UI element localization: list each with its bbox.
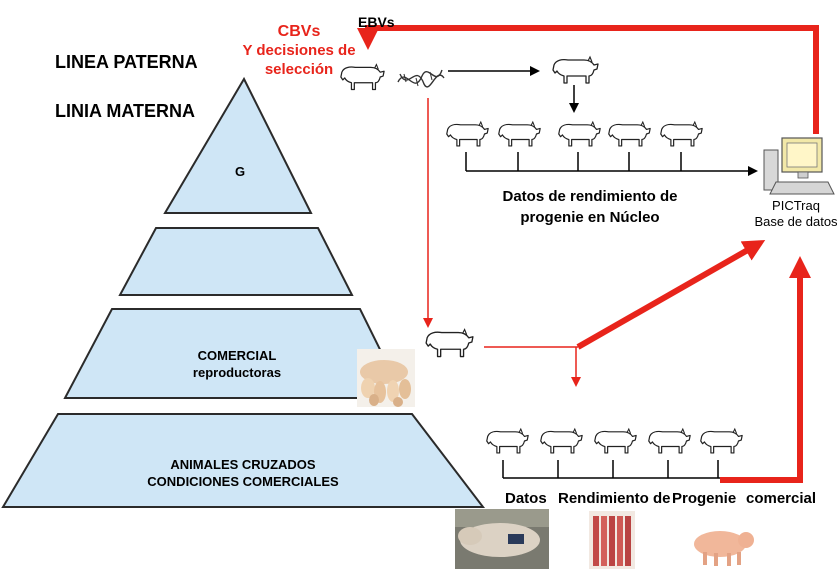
pyramid-tier-m: [118, 227, 354, 296]
pig-outline-icon: [594, 428, 637, 454]
tier-cruzados-label: ANIMALES CRUZADOS CONDICIONES COMERCIALE…: [128, 456, 358, 490]
cbvs-line3: selección: [264, 61, 334, 78]
tier-g-label: G: [234, 164, 246, 179]
cbvs-line2: Y decisiones de: [242, 42, 356, 59]
pyramid-tier-g: [163, 76, 313, 214]
pig-on-floor-photo: [455, 509, 549, 569]
caption-progenie: Progenie: [672, 490, 737, 507]
commercial-data-to-database-arrow: [720, 256, 811, 483]
pig-outline-icon: [608, 121, 651, 147]
pig-outline-icon: [700, 428, 743, 454]
sow-with-piglets-photo: [357, 349, 415, 407]
cbvs-line1: CBVs: [277, 23, 321, 40]
nucleus-progeny-bracket: [465, 152, 758, 176]
pig-outline-icon: [498, 121, 541, 147]
pig-outline-icon: [552, 56, 599, 84]
linia-materna-label: LINIA MATERNA: [55, 101, 195, 121]
pig-outline-icon: [660, 121, 703, 147]
nucleo-line2: progenie en Núcleo: [520, 209, 660, 226]
commercial-progeny-bracket: [502, 460, 722, 479]
nucleus-progeny-pigs: [446, 121, 703, 147]
caption-datos: Datos: [505, 490, 547, 507]
tier-cruzados-line1: ANIMALES CRUZADOS: [170, 457, 316, 472]
pig-outline-icon: [558, 121, 601, 147]
nucleo-data-label: Datos de rendimiento de progenie en Núcl…: [480, 186, 700, 228]
database-line1: PICTraq: [772, 198, 820, 213]
live-pig-photo: [694, 531, 754, 566]
pig-outline-icon: [446, 121, 489, 147]
caption-comercial: comercial: [746, 490, 817, 507]
pig-outline-icon: [540, 428, 583, 454]
dna-strand-icon: [397, 69, 445, 88]
pyramid: [1, 76, 486, 508]
caption-rendimiento: Rendimiento de: [558, 490, 671, 507]
database-label: PICTraq Base de datos: [754, 198, 837, 230]
computer-icon: [763, 137, 835, 195]
pig-outline-icon: [425, 328, 474, 358]
commercial-progeny-pigs: [486, 428, 743, 454]
pyramid-tier-cruzados: [1, 413, 486, 508]
tier-comercial-line2: reproductoras: [192, 365, 282, 380]
pork-carcass-photo: [589, 511, 635, 569]
linea-paterna-label: LINEA PATERNA: [55, 52, 198, 72]
tier-comercial-line1: COMERCIAL: [197, 348, 277, 363]
commercial-to-database-arrow: [576, 240, 766, 350]
pig-outline-icon: [486, 428, 529, 454]
tier-comercial-label: COMERCIAL reproductoras: [152, 347, 322, 381]
tier-cruzados-line2: CONDICIONES COMERCIALES: [147, 474, 339, 489]
cbvs-label: CBVs Y decisiones de selección: [234, 22, 364, 79]
ebv-feedback-arrow: [357, 25, 819, 134]
pig-outline-icon: [648, 428, 691, 454]
database-line2: Base de datos: [754, 214, 837, 229]
nucleo-line1: Datos de rendimiento de: [502, 188, 678, 205]
ebvs-label: EBVs: [358, 14, 395, 30]
